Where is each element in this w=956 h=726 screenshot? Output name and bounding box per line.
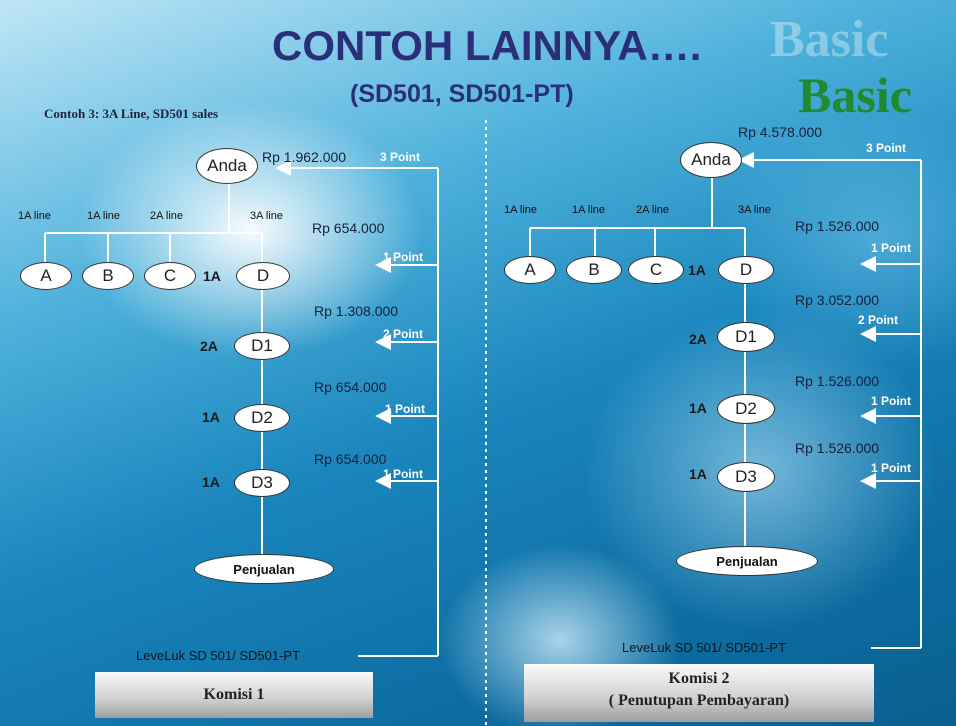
left-level-d3: 1A xyxy=(202,474,220,490)
left-commission-amount: Rp 1.308.000 xyxy=(314,303,399,319)
left-commission-points: 1 Point xyxy=(385,402,426,416)
left-node-d3: D3 xyxy=(234,469,290,497)
left-commission-amount: Rp 654.000 xyxy=(312,220,385,236)
left-komisi-box: Komisi 1 xyxy=(95,672,373,718)
right-node-a: A xyxy=(504,256,556,284)
right-root-amount: Rp 4.578.000 xyxy=(738,124,823,140)
right-line-label: 1A line xyxy=(504,204,538,216)
left-root-node: Anda xyxy=(196,148,258,184)
right-node-d3: D3 xyxy=(717,462,775,492)
left-line-label: 1A line xyxy=(18,210,52,222)
logo: Basic xyxy=(798,67,912,123)
left-level-d: 1A xyxy=(203,268,221,284)
right-line-label: 2A line xyxy=(636,204,670,216)
left-sales-node: Penjualan xyxy=(194,554,334,584)
right-node-d2: D2 xyxy=(717,394,775,424)
slide-title: CONTOH LAINNYA…. xyxy=(272,22,702,69)
left-root-amount: Rp 1.962.000 xyxy=(262,149,347,165)
left-line-label: 1A line xyxy=(87,210,121,222)
example-label: Contoh 3: 3A Line, SD501 sales xyxy=(44,106,219,121)
left-commission-points: 2 Point xyxy=(383,327,424,341)
right-line-label: 1A line xyxy=(572,204,606,216)
slide-subtitle: (SD501, SD501-PT) xyxy=(350,80,574,108)
right-level-text: LeveLuk SD 501/ SD501-PT xyxy=(622,640,787,655)
right-root-points: 3 Point xyxy=(866,141,907,155)
left-level-text: LeveLuk SD 501/ SD501-PT xyxy=(136,648,301,663)
right-commission-points: 2 Point xyxy=(858,313,899,327)
left-node-d: D xyxy=(236,262,290,290)
left-line-label: 3A line xyxy=(250,210,284,222)
left-commission-amount: Rp 654.000 xyxy=(314,379,387,395)
right-commission-amount: Rp 1.526.000 xyxy=(795,373,880,389)
right-node-b: B xyxy=(566,256,622,284)
right-commission-points: 1 Point xyxy=(871,461,912,475)
right-commission-points: 1 Point xyxy=(871,394,912,408)
logo-shadow: Basic xyxy=(770,11,889,68)
right-tree-lines xyxy=(529,152,922,649)
right-komisi-title: Komisi 2 xyxy=(668,670,730,687)
right-commission-amount: Rp 1.526.000 xyxy=(795,440,880,456)
left-node-b: B xyxy=(82,262,134,290)
right-node-d: D xyxy=(718,256,774,284)
right-node-d1: D1 xyxy=(717,322,775,352)
right-sales-node: Penjualan xyxy=(676,546,818,576)
left-line-label: 2A line xyxy=(150,210,184,222)
left-root-points: 3 Point xyxy=(380,150,421,164)
left-node-a: A xyxy=(20,262,72,290)
left-level-d1: 2A xyxy=(200,338,218,354)
left-node-d1: D1 xyxy=(234,332,290,360)
right-komisi-box: Komisi 2 ( Penutupan Pembayaran) xyxy=(524,664,874,722)
right-level-d3: 1A xyxy=(689,466,707,482)
right-line-label: 3A line xyxy=(738,204,772,216)
right-commission-amount: Rp 3.052.000 xyxy=(795,292,880,308)
left-commission-points: 1 Point xyxy=(383,467,424,481)
right-root-node: Anda xyxy=(680,142,742,178)
right-level-d1: 2A xyxy=(689,331,707,347)
left-tree-lines xyxy=(44,160,439,657)
left-level-d2: 1A xyxy=(202,409,220,425)
left-commission-amount: Rp 654.000 xyxy=(314,451,387,467)
left-node-d2: D2 xyxy=(234,404,290,432)
left-commission-points: 1 Point xyxy=(383,250,424,264)
left-node-c: C xyxy=(144,262,196,290)
right-level-d2: 1A xyxy=(689,400,707,416)
right-node-c: C xyxy=(628,256,684,284)
right-level-d: 1A xyxy=(688,262,706,278)
right-commission-amount: Rp 1.526.000 xyxy=(795,218,880,234)
right-komisi-subtitle: ( Penutupan Pembayaran) xyxy=(608,692,790,709)
right-commission-points: 1 Point xyxy=(871,241,912,255)
